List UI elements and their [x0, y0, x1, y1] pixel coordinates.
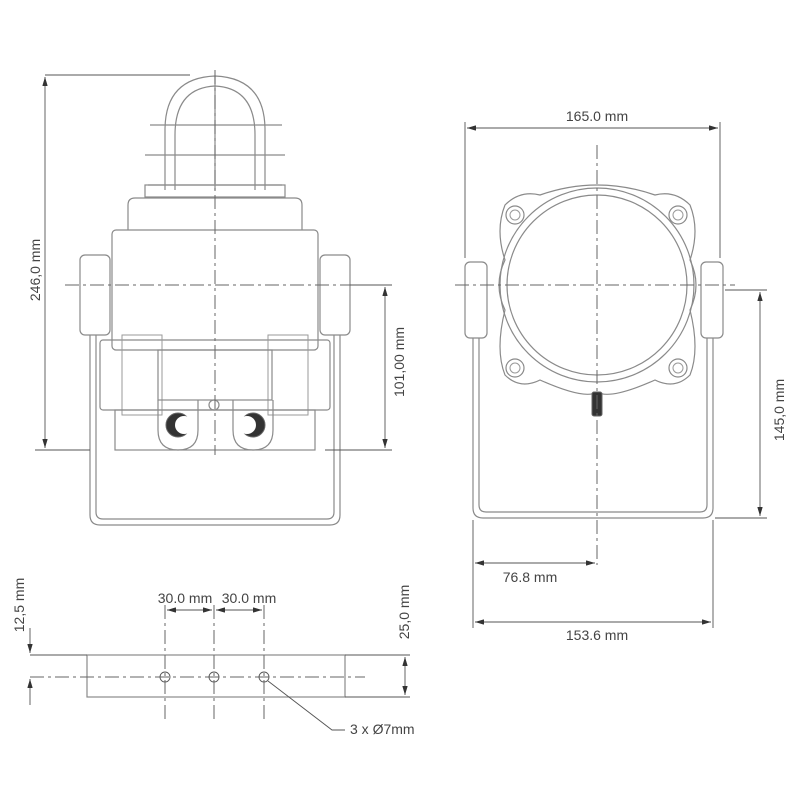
mounting-bail [89, 335, 341, 526]
dim-front-bracket-axis: 101,00 mm [391, 327, 407, 397]
mounting-plate-view: 30.0 mm 30.0 mm 12,5 mm 25,0 mm 3 x Ø7mm [11, 578, 415, 737]
earth-screw [208, 399, 220, 411]
side-view: 165.0 mm 145,0 mm 76.8 mm 153.6 mm [455, 108, 787, 643]
dim-hole-spacing-1: 30.0 mm [158, 590, 212, 606]
dim-side-half-width: 76.8 mm [503, 569, 557, 585]
dim-side-bracket-height: 145,0 mm [771, 379, 787, 441]
front-view: 246,0 mm 101,00 mm [27, 70, 407, 526]
dim-side-bail-width: 153.6 mm [566, 627, 628, 643]
right-bracket [319, 254, 351, 336]
dim-hole-spacing-2: 30.0 mm [222, 590, 276, 606]
hole-callout: 3 x Ø7mm [350, 721, 415, 737]
side-mounting-bail [472, 338, 714, 519]
left-bracket [79, 254, 111, 336]
side-left-bracket [464, 261, 488, 339]
housing-flange [498, 184, 697, 395]
mounting-plate [86, 654, 346, 698]
dim-side-width: 165.0 mm [566, 108, 628, 124]
cable-gland-left [157, 400, 199, 451]
dim-plate-width: 25,0 mm [396, 585, 412, 639]
dim-front-height: 246,0 mm [27, 239, 43, 301]
side-right-bracket [700, 261, 724, 339]
flange-bolts [505, 205, 688, 378]
dim-edge-to-axis: 12,5 mm [11, 578, 27, 632]
cable-gland-right [232, 400, 274, 451]
